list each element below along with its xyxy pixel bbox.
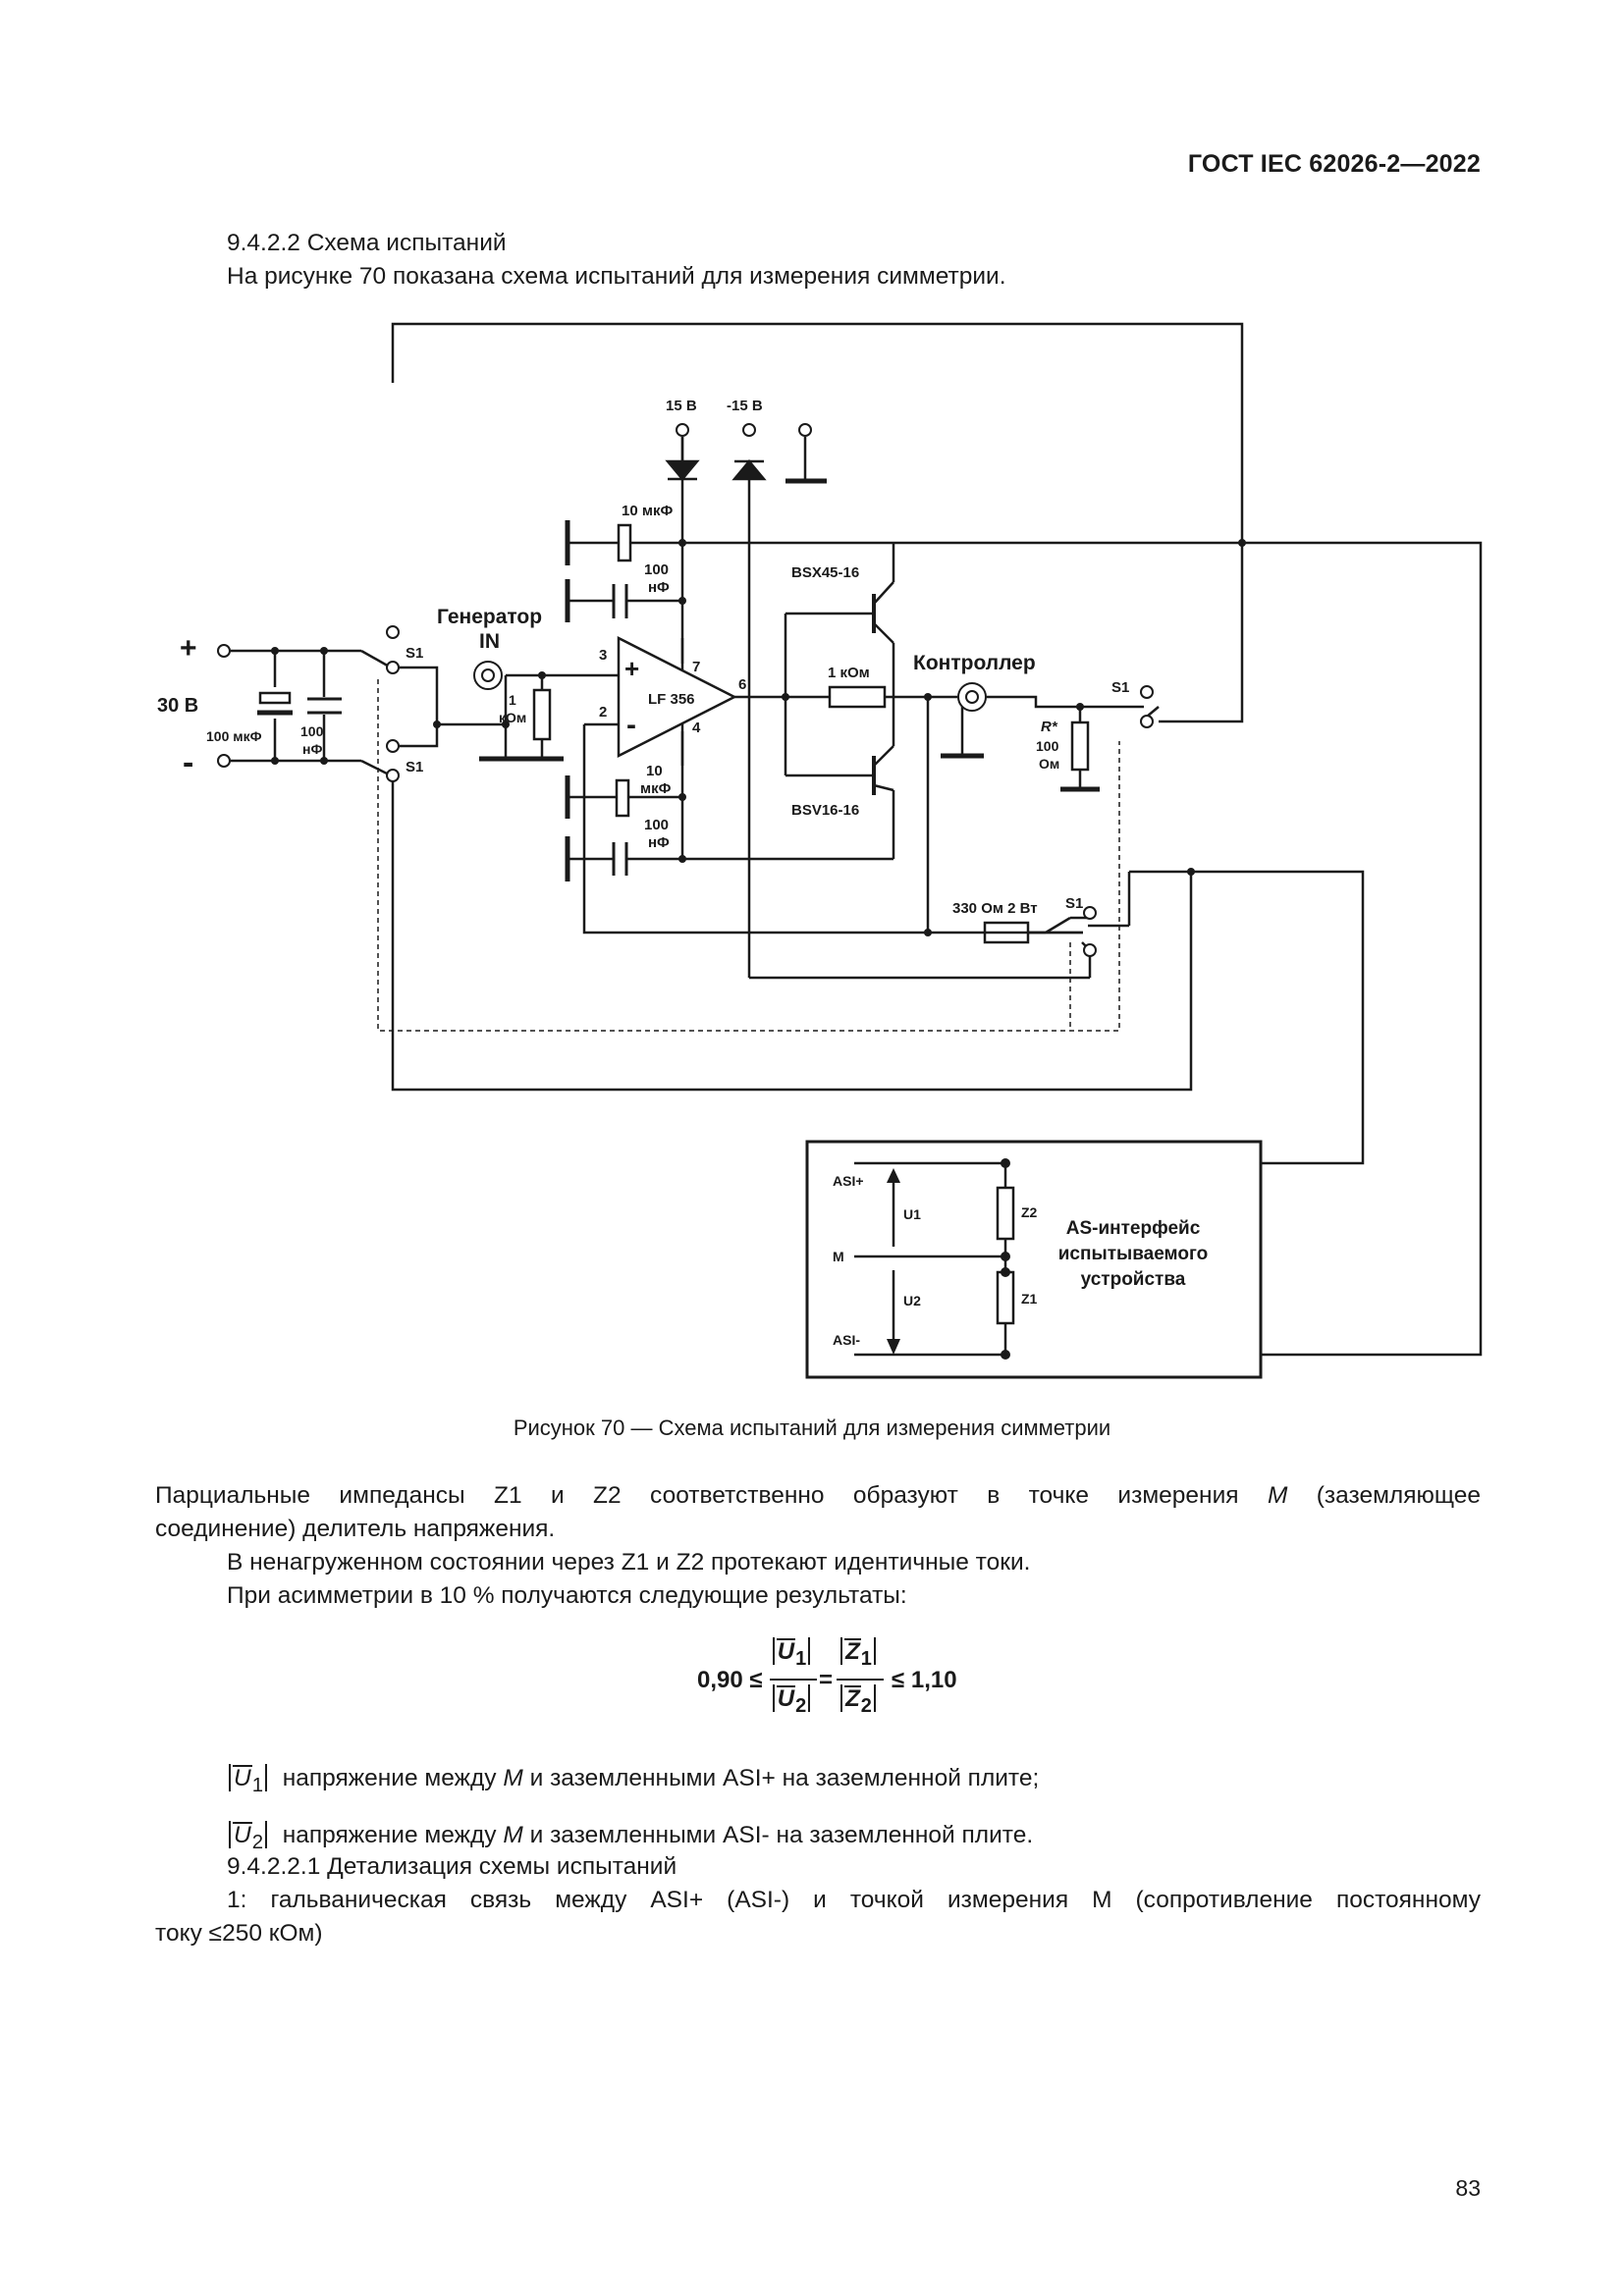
label-u1: U1 (903, 1206, 921, 1222)
subsection-heading: 9.4.2.2.1 Детализация схемы испытаний (227, 1853, 677, 1880)
label-u2: U2 (903, 1293, 921, 1308)
label-pin2: 2 (599, 704, 607, 721)
section-heading: 9.4.2.2 Схема испытаний (227, 230, 507, 256)
box-title-line3: устройства (1081, 1269, 1186, 1290)
label-m: M (833, 1249, 844, 1264)
formula-u2: U2 (770, 1684, 813, 1718)
label-r1k-a: 1 (509, 692, 516, 708)
label-opamp-plus: + (624, 654, 639, 683)
document-header: ГОСТ IEC 62026-2—2022 (1187, 150, 1481, 178)
label-minus: - (183, 744, 193, 781)
label-pin7: 7 (692, 659, 700, 675)
formula: 0,90 ≤ U1 U2 = Z1 Z2 ≤ 1,10 (697, 1637, 957, 1718)
paragraph-asymmetry: При асимметрии в 10 % получаются следующ… (227, 1582, 907, 1609)
page-number: 83 (1455, 2175, 1481, 2201)
intro-paragraph: На рисунке 70 показана схема испытаний д… (227, 263, 1006, 290)
label-c100nf-top-a: 100 (644, 561, 669, 578)
label-s1-b: S1 (406, 759, 423, 775)
label-r1k-b: кОм (499, 710, 526, 725)
label-c100nf-left-a: 100 (300, 723, 324, 739)
definition-u2: U2 напряжение между M и заземленными ASI… (227, 1819, 1033, 1859)
label-plus: + (180, 632, 197, 665)
label-asi-plus: ASI+ (833, 1173, 864, 1189)
label-pin4: 4 (692, 720, 701, 736)
label-c10uf-bot-b: мкФ (640, 780, 672, 797)
label-s1-a: S1 (406, 645, 423, 662)
test-circuit-diagram: 15 В -15 В 10 мкФ 100 нФ + - 30 В 100 мк… (157, 322, 1483, 1379)
paragraph-unloaded: В ненагруженном состоянии через Z1 и Z2 … (227, 1549, 1031, 1575)
label-asi-minus: ASI- (833, 1332, 860, 1348)
formula-z2: Z2 (837, 1684, 880, 1718)
label-s1-d: S1 (1065, 895, 1083, 912)
label-z2: Z2 (1021, 1204, 1038, 1220)
label-c100nf-left-b: нФ (302, 741, 322, 757)
paragraph-galvanic-cont: току ≤250 кОм) (155, 1920, 323, 1947)
definition-u1: U1 напряжение между M и заземленными ASI… (227, 1762, 1039, 1802)
label-r1kohm: 1 кОм (828, 665, 870, 681)
label-t2: BSV16-16 (791, 802, 859, 819)
label-30v: 30 В (157, 695, 198, 717)
label-r100-a: 100 (1036, 738, 1059, 754)
label-opamp-minus: - (626, 709, 636, 741)
formula-u1: U1 (770, 1637, 813, 1671)
paragraph-impedance-cont: соединение) делитель напряжения. (155, 1516, 556, 1542)
label-c10uf-top: 10 мкФ (622, 503, 673, 519)
label-r330: 330 Ом 2 Вт (952, 900, 1038, 917)
formula-z1: Z1 (837, 1637, 880, 1671)
box-title-line2: испытываемого (1058, 1244, 1208, 1264)
label-r100-b: Ом (1039, 756, 1059, 772)
paragraph-galvanic: 1: гальваническая связь между ASI+ (ASI-… (227, 1887, 1481, 1913)
label-opamp-name: LF 356 (648, 691, 695, 708)
label-s1-c: S1 (1111, 679, 1129, 696)
label-c100uf: 100 мкФ (206, 728, 262, 744)
label-controller: Контроллер (913, 652, 1036, 674)
label-generator-in: IN (479, 630, 500, 653)
label-generator: Генератор (437, 606, 542, 628)
paragraph-impedance: Парциальные импедансы Z1 и Z2 соответств… (155, 1482, 1481, 1509)
label-15v: 15 В (666, 398, 697, 414)
label-minus15v: -15 В (727, 398, 763, 414)
label-pin3: 3 (599, 647, 607, 664)
label-c100nf-top-b: нФ (648, 579, 670, 596)
label-t1: BSX45-16 (791, 564, 859, 581)
label-c10uf-bot-a: 10 (646, 763, 663, 779)
box-title-line1: AS-интерфейс (1066, 1218, 1201, 1239)
label-c100nf-bot-b: нФ (648, 834, 670, 851)
label-rstar: R* (1041, 719, 1058, 735)
label-c100nf-bot-a: 100 (644, 817, 669, 833)
figure-caption: Рисунок 70 — Схема испытаний для измерен… (513, 1415, 1111, 1440)
label-z1: Z1 (1021, 1291, 1038, 1307)
label-pin6: 6 (738, 676, 746, 693)
